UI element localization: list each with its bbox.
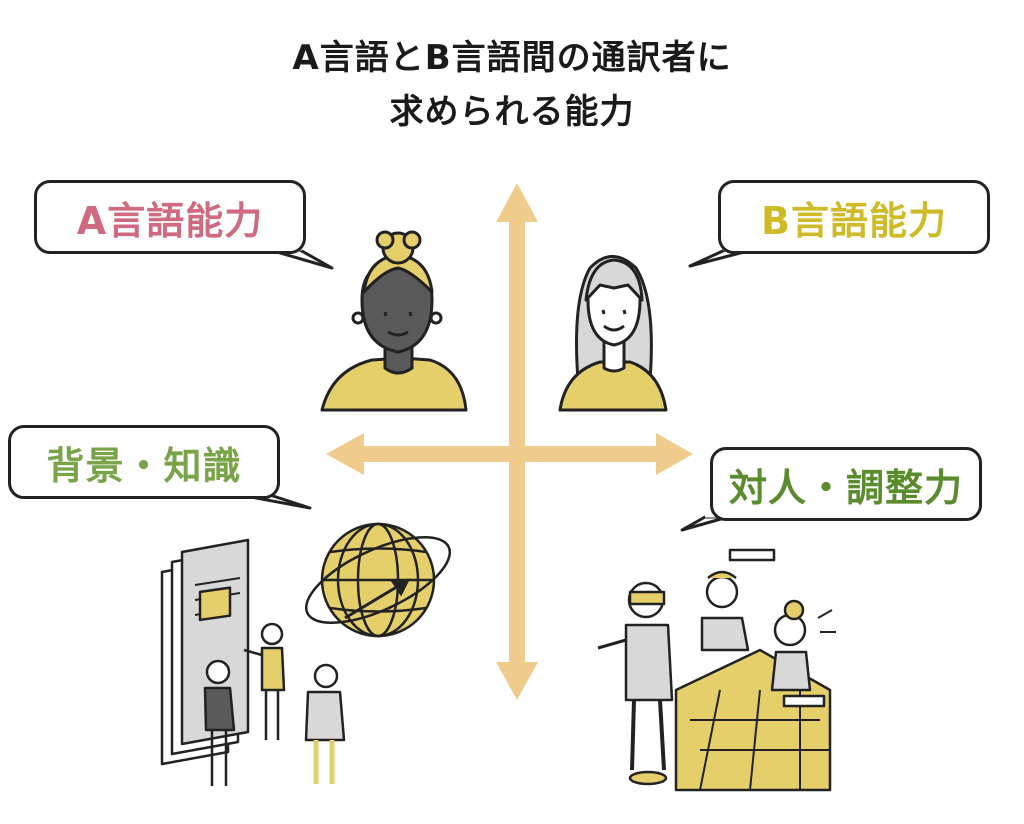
arrow-up-head: [496, 183, 538, 222]
person-a-illustration: [320, 230, 468, 412]
bubble-a-label: A言語能力: [76, 198, 264, 243]
meeting-illustration: [597, 548, 836, 792]
bubble-interpersonal-label: 対人・調整力: [728, 465, 963, 510]
bubble-interpersonal: 対人・調整力: [710, 447, 982, 521]
arrow-left-head: [326, 433, 364, 475]
page-title-line-2: 求められる能力: [389, 92, 635, 132]
arrow-down-head: [496, 662, 538, 700]
bubble-a-language: A言語能力: [34, 180, 306, 254]
bubble-background-label: 背景・知識: [46, 443, 242, 488]
documents-people-illustration: [160, 538, 346, 786]
vertical-axis-shaft: [509, 218, 525, 666]
page-title-line-1: A言語とB言語間の通訳者に: [292, 38, 732, 78]
bubble-background-knowledge: 背景・知識: [8, 425, 280, 499]
globe-illustration: [304, 522, 452, 638]
bubble-b-label: B言語能力: [761, 198, 947, 243]
arrow-right-head: [656, 433, 693, 475]
axis-arrows: [326, 183, 693, 700]
horizontal-axis-shaft: [360, 446, 660, 462]
bubble-b-language: B言語能力: [718, 180, 990, 254]
person-b-illustration: [558, 255, 668, 412]
